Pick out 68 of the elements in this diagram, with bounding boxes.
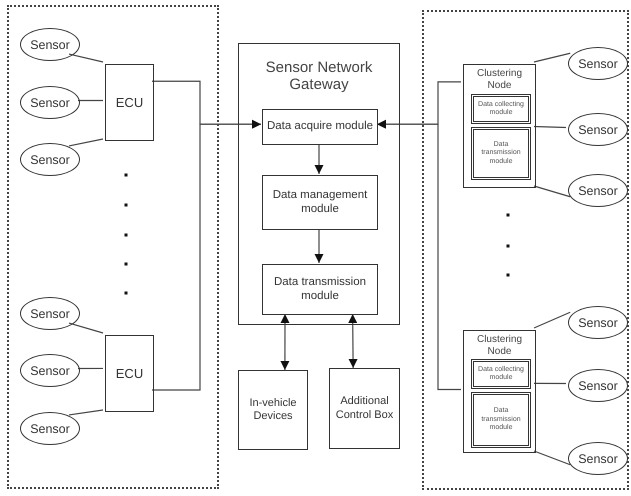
sensor-ellipse — [568, 47, 628, 80]
dotted-region — [422, 10, 629, 490]
ecu-box — [105, 335, 154, 412]
node-label: ECU — [114, 95, 144, 110]
gateway-box — [238, 43, 400, 325]
arrow — [348, 314, 358, 368]
node-label: Sensor — [29, 364, 71, 378]
node-label: Sensor — [577, 378, 619, 392]
node-label: Sensor — [29, 306, 71, 320]
connector-line — [534, 450, 570, 466]
node-label: Sensor — [577, 56, 619, 70]
dotted-region — [7, 5, 219, 489]
arrow — [314, 144, 324, 174]
node-heading: Sensor Network Gateway — [264, 59, 374, 94]
connector-line — [78, 100, 103, 102]
clustering-node-box — [463, 64, 536, 188]
module-box — [262, 175, 378, 230]
arrow — [280, 314, 290, 370]
connector-line — [68, 138, 104, 147]
sensor-ellipse — [568, 369, 628, 402]
connector-line — [534, 312, 570, 329]
module-box — [262, 264, 378, 315]
node-label: Data transmission module — [272, 276, 368, 303]
sensor-ellipse — [20, 143, 80, 176]
node-label: Sensor — [577, 122, 619, 136]
control-box — [329, 368, 400, 449]
connector-line — [534, 52, 570, 63]
node-label: Data management module — [272, 189, 368, 216]
node-label: Additional Control Box — [334, 395, 394, 422]
node-label: Sensor — [29, 38, 71, 52]
connector-line — [534, 185, 570, 198]
sensor-ellipse — [568, 442, 628, 475]
sensor-ellipse — [568, 174, 628, 207]
connector-line — [78, 368, 103, 370]
arrow — [152, 120, 261, 391]
connector-line — [68, 53, 104, 63]
connector-line — [68, 322, 104, 334]
sensor-ellipse — [20, 86, 80, 119]
module-box — [262, 109, 378, 145]
node-heading: Clustering Node — [476, 334, 524, 357]
clustering-node-box — [463, 330, 536, 453]
node-label: Data acquire module — [266, 120, 374, 134]
module-box — [471, 359, 531, 389]
node-label: Sensor — [577, 184, 619, 198]
connector-line — [534, 382, 566, 384]
node-label: In-vehicle Devices — [248, 396, 298, 424]
module-box — [471, 94, 531, 124]
device-box — [238, 370, 308, 450]
connector-line — [534, 126, 566, 128]
node-label: Sensor — [577, 452, 619, 466]
node-label: Sensor — [29, 152, 71, 166]
node-label: ECU — [114, 366, 144, 381]
module-box — [471, 127, 531, 180]
sensor-ellipse — [20, 297, 80, 330]
connector-line — [68, 409, 104, 416]
ecu-box — [105, 64, 154, 141]
node-heading: Clustering Node — [476, 68, 524, 91]
sensor-ellipse — [20, 412, 80, 445]
sensor-ellipse — [20, 354, 80, 387]
sensor-ellipse — [20, 28, 80, 61]
node-label: Sensor — [577, 316, 619, 330]
node-label: Sensor — [29, 422, 71, 436]
sensor-ellipse — [568, 113, 628, 146]
node-label: Sensor — [29, 96, 71, 110]
arrow — [377, 120, 461, 390]
arrow — [314, 229, 324, 263]
sensor-ellipse — [568, 306, 628, 339]
module-box — [471, 392, 531, 448]
